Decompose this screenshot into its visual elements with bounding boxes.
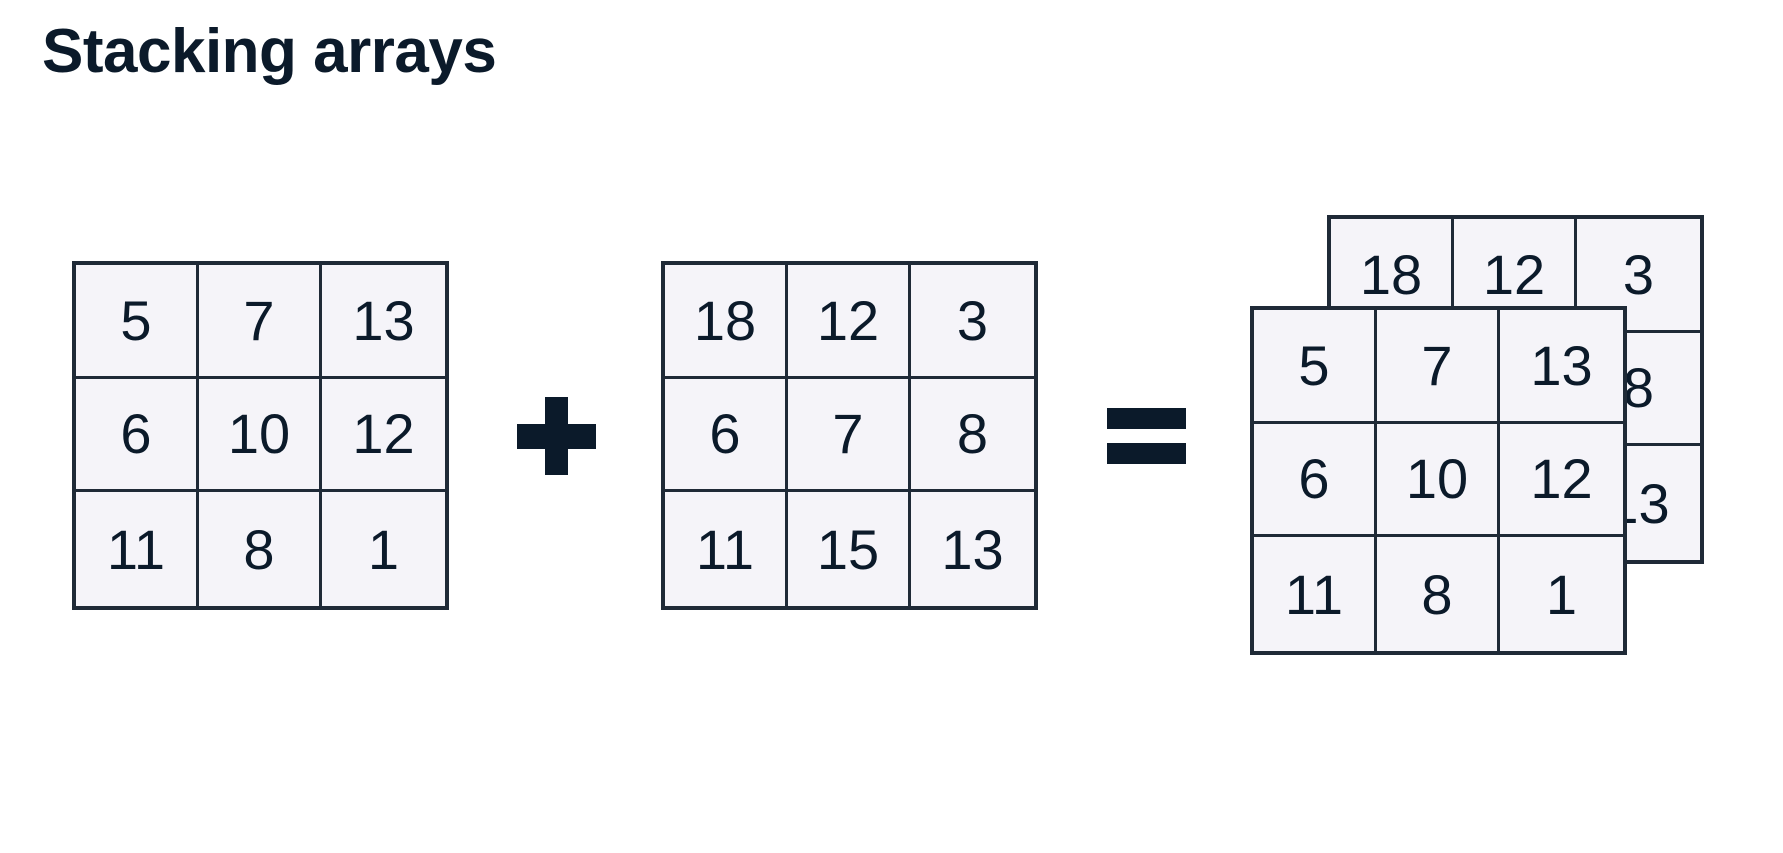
array-cell: 3 xyxy=(1577,219,1700,333)
array-cell: 8 xyxy=(199,492,322,606)
array-cell: 5 xyxy=(1254,310,1377,424)
array-cell: 12 xyxy=(1500,424,1623,538)
array-cell: 11 xyxy=(1254,537,1377,651)
array-cell: 1 xyxy=(367,517,400,581)
array-cell: 1 xyxy=(1545,562,1578,626)
array-cell: 6 xyxy=(665,378,788,493)
array-cell: 3 xyxy=(911,265,1034,379)
array-cell: 13 xyxy=(941,517,1004,581)
array-cell: 7 xyxy=(1377,310,1500,424)
array-cell: 6 xyxy=(76,378,199,493)
array-cell: 6 xyxy=(1254,423,1377,538)
array-cell: 8 xyxy=(1377,537,1500,651)
array-cell: 10 xyxy=(1377,423,1500,538)
array-cell: 15 xyxy=(788,492,911,606)
array-cell: 18 xyxy=(665,265,788,379)
array-cell: 11 xyxy=(76,492,199,606)
array-cell: 12 xyxy=(322,379,445,493)
array-cell: 8 xyxy=(911,379,1034,493)
array-cell: 13 xyxy=(322,265,445,379)
array-cell: 12 xyxy=(788,265,911,379)
array-cell: 11 xyxy=(665,492,788,606)
array-cell: 13 xyxy=(1500,310,1623,424)
array-cell: 7 xyxy=(199,265,322,379)
array-cell: 7 xyxy=(788,378,911,493)
page-title: Stacking arrays xyxy=(42,17,497,86)
array-cell: 10 xyxy=(199,378,322,493)
array-cell: 5 xyxy=(76,265,199,379)
array-cell: 8 xyxy=(1577,333,1700,447)
